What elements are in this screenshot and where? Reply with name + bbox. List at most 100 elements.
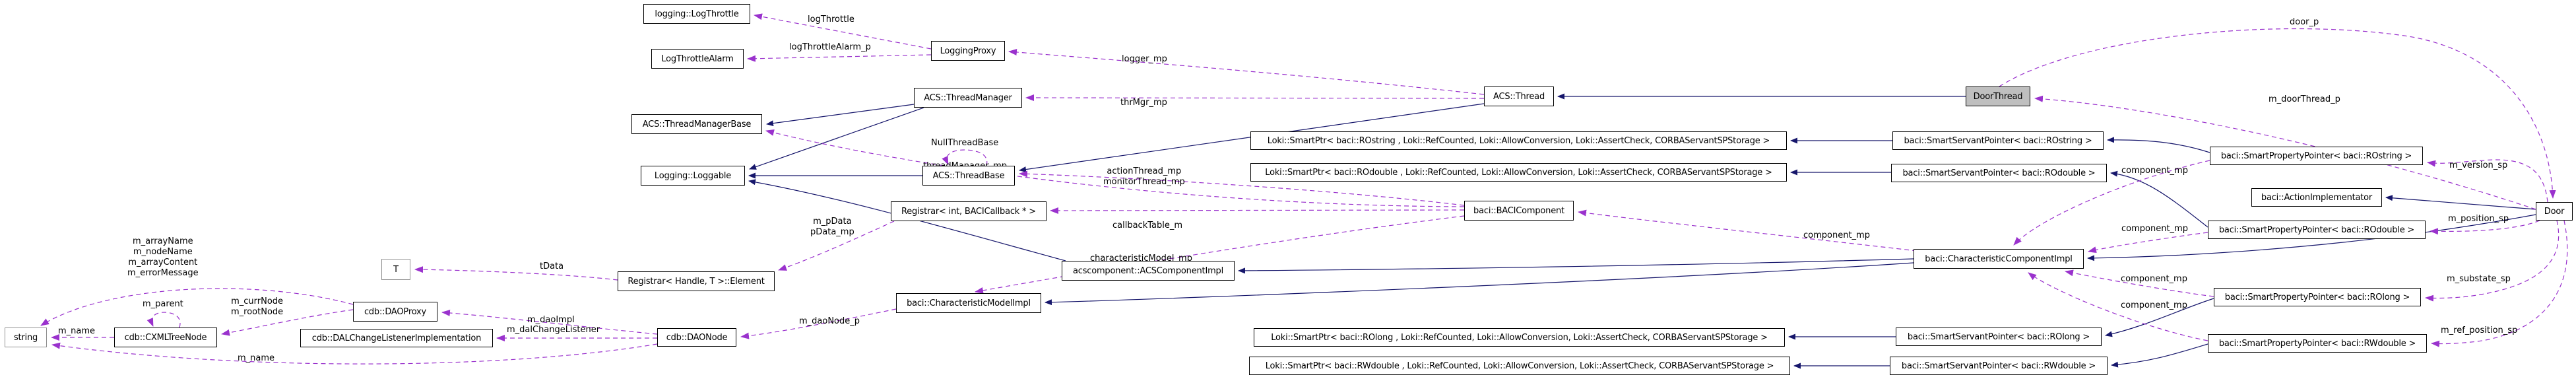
edge-label-23: component_mp <box>2121 300 2187 310</box>
edge-cci-to-acs_component_impl <box>1238 258 1914 274</box>
edge-xml_tree-to-xml_tree <box>146 312 181 328</box>
edge-label-17: m_dalChangeListener <box>507 325 600 335</box>
node-char_model_impl[interactable]: baci::CharacteristicModelImpl <box>896 293 1041 313</box>
node-acs_component_impl[interactable]: acscomponent::ACSComponentImpl <box>1062 261 1235 281</box>
edge-label-21: component_mp <box>2121 224 2188 234</box>
node-registrar_int[interactable]: Registrar< int, BACICallback * > <box>891 201 1046 221</box>
node-servant_rolong[interactable]: baci::SmartServantPointer< baci::ROlong … <box>1896 328 2102 346</box>
edge-door-to-door_thread <box>2034 95 2536 210</box>
edge-prop_rostring-to-cci <box>2013 160 2210 246</box>
edge-label-25: m_position_sp <box>2448 214 2509 224</box>
node-servant_rodouble[interactable]: baci::SmartServantPointer< baci::ROdoubl… <box>1891 164 2107 182</box>
node-prop_rodouble[interactable]: baci::SmartPropertyPointer< baci::ROdoub… <box>2208 221 2426 239</box>
node-xml_tree[interactable]: cdb::CXMLTreeNode <box>114 328 217 347</box>
edge-label-27: m_ref_position_sp <box>2441 326 2518 335</box>
edge-label-16: m_daoImpl <box>527 315 575 325</box>
edge-door-to-prop_rolong <box>2425 220 2560 302</box>
node-acs_thread[interactable]: ACS::Thread <box>1484 87 1554 106</box>
edge-label-11: m_arrayName m_nodeName m_arrayContent m_… <box>127 236 199 278</box>
edge-door_thread-to-door <box>1999 28 2556 199</box>
edge-door-to-action_impl <box>2385 195 2536 210</box>
node-prop_rolong[interactable]: baci::SmartPropertyPointer< baci::ROlong… <box>2214 288 2421 306</box>
node-thread_base[interactable]: ACS::ThreadBase <box>922 166 1015 186</box>
node-smartptr_rwdouble[interactable]: Loki::SmartPtr< baci::RWdouble , Loki::R… <box>1249 357 1790 375</box>
node-smartptr_rostring[interactable]: Loki::SmartPtr< baci::ROstring , Loki::R… <box>1250 131 1787 150</box>
edge-dao_proxy-to-string <box>40 288 354 326</box>
edge-label-6: actionThread_mp monitorThread_mp <box>1103 166 1185 187</box>
edge-door-to-prop_rostring <box>2427 159 2548 203</box>
node-logging_proxy[interactable]: LoggingProxy <box>931 41 1005 61</box>
edge-label-26: m_substate_sp <box>2447 274 2511 284</box>
node-prop_rwdouble[interactable]: baci::SmartPropertyPointer< baci::RWdoub… <box>2208 334 2427 353</box>
edge-label-20: component_mp <box>2121 166 2188 176</box>
edge-label-9: m_pData pData_mp <box>810 217 854 237</box>
edge-acs_thread-to-logging_proxy <box>1008 49 1485 95</box>
edge-prop_rodouble-to-cci <box>2088 232 2208 254</box>
node-action_impl[interactable]: baci::ActionImplementator <box>2251 188 2382 207</box>
node-smartptr_rolong[interactable]: Loki::SmartPtr< baci::ROlong , Loki::Ref… <box>1254 328 1785 347</box>
edge-label-12: m_parent <box>143 299 183 309</box>
node-smartptr_rodouble[interactable]: Loki::SmartPtr< baci::ROdouble , Loki::R… <box>1250 163 1787 182</box>
edge-baci_component-to-thread_manager_base <box>765 129 1465 207</box>
edge-label-24: m_version_sp <box>2449 160 2508 170</box>
edge-label-15: m_name <box>238 353 275 363</box>
node-prop_rostring[interactable]: baci::SmartPropertyPointer< baci::ROstri… <box>2210 147 2423 165</box>
node-dal_cli[interactable]: cdb::DALChangeListenerImplementation <box>300 329 493 347</box>
edge-thread_manager-to-thread_manager_base <box>766 104 915 127</box>
edge-prop_rodouble-to-servant_rodouble <box>2110 170 2208 228</box>
edge-label-28: door_p <box>2290 17 2319 27</box>
node-element[interactable]: Registrar< Handle, T >::Element <box>618 271 775 291</box>
edge-label-22: component_mp <box>2121 274 2187 284</box>
edge-cci-to-char_model_impl <box>1045 262 1914 306</box>
node-door[interactable]: Door <box>2536 202 2573 221</box>
edge-label-19: component_mp <box>1803 230 1870 240</box>
node-dao_proxy[interactable]: cdb::DAOProxy <box>353 302 437 322</box>
edge-label-3: thrMgr_mp <box>1120 98 1167 108</box>
node-cci[interactable]: baci::CharacteristicComponentImpl <box>1914 249 2084 269</box>
node-servant_rwdouble[interactable]: baci::SmartServantPointer< baci::RWdoubl… <box>1890 357 2108 375</box>
edge-baci_component-to-char_model_impl <box>975 215 1465 294</box>
edge-thread_base-to-thread_base <box>942 149 988 166</box>
node-log_throttle[interactable]: logging::LogThrottle <box>643 4 750 24</box>
node-dao_node[interactable]: cdb::DAONode <box>657 328 736 347</box>
edge-dao_proxy-to-xml_tree <box>221 309 354 336</box>
edge-label-29: m_doorThread_p <box>2269 94 2340 104</box>
node-loggable[interactable]: Logging::Loggable <box>641 166 745 186</box>
node-thread_manager[interactable]: ACS::ThreadManager <box>914 88 1022 108</box>
edge-prop_rwdouble-to-cci <box>2028 272 2208 341</box>
node-baci_component[interactable]: baci::BACIComponent <box>1464 201 1574 221</box>
edge-dao_node-to-dao_proxy <box>441 309 658 335</box>
node-door_thread: DoorThread <box>1966 87 2030 106</box>
edge-label-5: NullThreadBase <box>931 138 999 148</box>
node-servant_rostring[interactable]: baci::SmartServantPointer< baci::ROstrin… <box>1892 131 2104 150</box>
edge-logging_proxy-to-log_throttle <box>754 13 932 50</box>
edge-registrar_int-to-element <box>778 221 895 271</box>
edge-door-to-prop_rwdouble <box>2431 220 2568 347</box>
edge-char_model_impl-to-dao_node <box>740 308 897 339</box>
edge-baci_component-to-thread_base <box>1019 170 1465 206</box>
edge-prop_rwdouble-to-servant_rwdouble <box>2111 343 2208 368</box>
edge-label-1: logThrottleAlarm_p <box>789 42 871 52</box>
edge-prop_rostring-to-servant_rostring <box>2107 137 2210 153</box>
edge-label-18: m_daoNode_p <box>799 316 860 326</box>
edge-label-14: m_name <box>58 326 96 336</box>
node-t_box: T <box>381 259 410 280</box>
edge-label-0: logThrottle <box>808 15 854 24</box>
edge-prop_rolong-to-cci <box>2065 269 2214 297</box>
edge-baci_component-to-registrar_int <box>1050 207 1465 214</box>
edge-label-2: logger_mp <box>1122 54 1167 64</box>
edge-element-to-t_box <box>414 266 618 281</box>
node-thread_manager_base[interactable]: ACS::ThreadManagerBase <box>631 114 762 134</box>
edge-door-to-prop_rodouble <box>2430 220 2540 235</box>
edge-door-to-cci <box>2087 214 2536 261</box>
edge-label-10: tData <box>540 261 564 271</box>
node-log_throttle_alarm[interactable]: LogThrottleAlarm <box>651 49 744 69</box>
edge-prop_rolong-to-servant_rolong <box>2105 298 2214 337</box>
edge-dao_node-to-string <box>51 342 658 364</box>
edge-logging_proxy-to-log_throttle_alarm <box>747 54 932 62</box>
edge-label-13: m_currNode m_rootNode <box>231 296 284 317</box>
edge-label-7: callbackTable_m <box>1112 221 1183 230</box>
node-string: string <box>5 328 47 347</box>
